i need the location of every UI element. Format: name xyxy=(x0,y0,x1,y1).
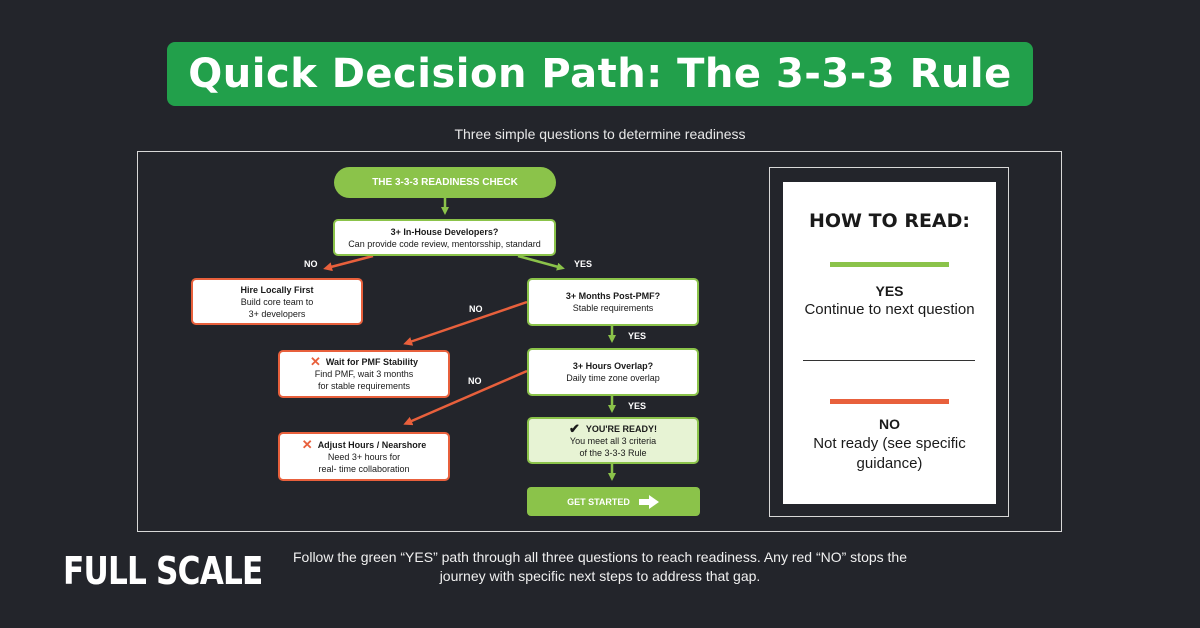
wait-pmf-line2: for stable requirements xyxy=(317,381,411,391)
question-developers-desc: Can provide code review, mentorsship, st… xyxy=(348,238,541,249)
legend-title: HOW TO READ: xyxy=(808,210,971,232)
legend-frame xyxy=(769,167,1009,517)
outcome-adjust-hours: ✕ Adjust Hours / Nearshore Need 3+ hours… xyxy=(278,432,450,481)
yes-label-q3: YES xyxy=(628,401,647,411)
post-pmf-title: 3+ Months Post-PMF? xyxy=(565,291,661,301)
wait-pmf-line1: Find PMF, wait 3 months xyxy=(314,369,414,379)
post-pmf-desc: Stable requirements xyxy=(572,303,654,313)
yes-label-q1: YES xyxy=(574,259,593,269)
adjust-hours-line1: Need 3+ hours for xyxy=(327,451,401,462)
get-started-button[interactable]: GET STARTED xyxy=(527,487,700,516)
ready-title: YOU'RE READY! xyxy=(585,423,658,434)
legend-divider xyxy=(803,360,975,361)
adjust-hours-title: Adjust Hours / Nearshore xyxy=(317,439,427,450)
full-scale-logo: FULL SCALE xyxy=(63,549,263,593)
hire-locally-line1: Build core team to xyxy=(240,296,314,307)
legend-no-bar xyxy=(830,399,949,404)
legend-no-key: NO xyxy=(879,416,900,432)
wait-pmf-title: Wait for PMF Stability xyxy=(325,357,419,367)
cross-icon: ✕ xyxy=(301,436,313,452)
no-label-q2: NO xyxy=(469,304,483,314)
question-developers: 3+ In-House Developers? Can provide code… xyxy=(333,219,556,256)
no-label-q3: NO xyxy=(468,376,482,386)
get-started-label: GET STARTED xyxy=(567,496,630,507)
arrow-q3-no xyxy=(403,369,528,426)
outcome-wait-pmf: ✕ Wait for PMF Stability Find PMF, wait … xyxy=(278,350,450,398)
arrow-right-icon xyxy=(638,494,659,509)
yes-label-q2: YES xyxy=(628,331,647,341)
arrow-q1-no xyxy=(323,254,374,272)
ready-line1: You meet all 3 criteria xyxy=(569,435,657,446)
hire-locally-line2: 3+ developers xyxy=(248,308,306,319)
page-title: Quick Decision Path: The 3-3-3 Rule xyxy=(167,42,1033,106)
hire-locally-title: Hire Locally First xyxy=(240,284,314,295)
arrow-q2-no xyxy=(403,300,528,346)
legend-no-desc: Not ready (see specific guidance) xyxy=(813,435,966,472)
legend-yes-desc: Continue to next question xyxy=(804,301,975,318)
cross-icon: ✕ xyxy=(309,354,321,369)
question-developers-title: 3+ In-House Developers? xyxy=(390,226,499,237)
start-pill: THE 3-3-3 READINESS CHECK xyxy=(334,167,556,198)
adjust-hours-line2: real- time collaboration xyxy=(318,463,410,474)
outcome-hire-locally: Hire Locally First Build core team to 3+… xyxy=(191,278,363,325)
page-subtitle: Three simple questions to determine read… xyxy=(454,126,746,142)
flowchart-panel xyxy=(137,151,1062,532)
adjust-hours-heading: ✕ Adjust Hours / Nearshore xyxy=(301,436,427,452)
hours-overlap-title: 3+ Hours Overlap? xyxy=(572,361,654,371)
legend-card: HOW TO READ: YES Continue to next questi… xyxy=(783,182,996,504)
arrow-q1-yes xyxy=(517,254,565,271)
ready-line2: of the 3-3-3 Rule xyxy=(579,447,647,458)
hours-overlap-desc: Daily time zone overlap xyxy=(566,373,660,383)
legend-yes-bar xyxy=(830,262,949,267)
legend-yes-key: YES xyxy=(875,283,904,299)
question-hours-overlap: 3+ Hours Overlap? Daily time zone overla… xyxy=(527,348,699,396)
outcome-ready: ✔ YOU'RE READY! You meet all 3 criteria … xyxy=(527,417,699,464)
check-icon: ✔ xyxy=(568,420,580,436)
ready-heading: ✔ YOU'RE READY! xyxy=(568,420,658,436)
footer-text: Follow the green “YES” path through all … xyxy=(293,549,907,584)
no-label-q1: NO xyxy=(304,259,318,269)
question-post-pmf: 3+ Months Post-PMF? Stable requirements xyxy=(527,278,699,326)
wait-pmf-heading: ✕ Wait for PMF Stability xyxy=(309,354,419,369)
